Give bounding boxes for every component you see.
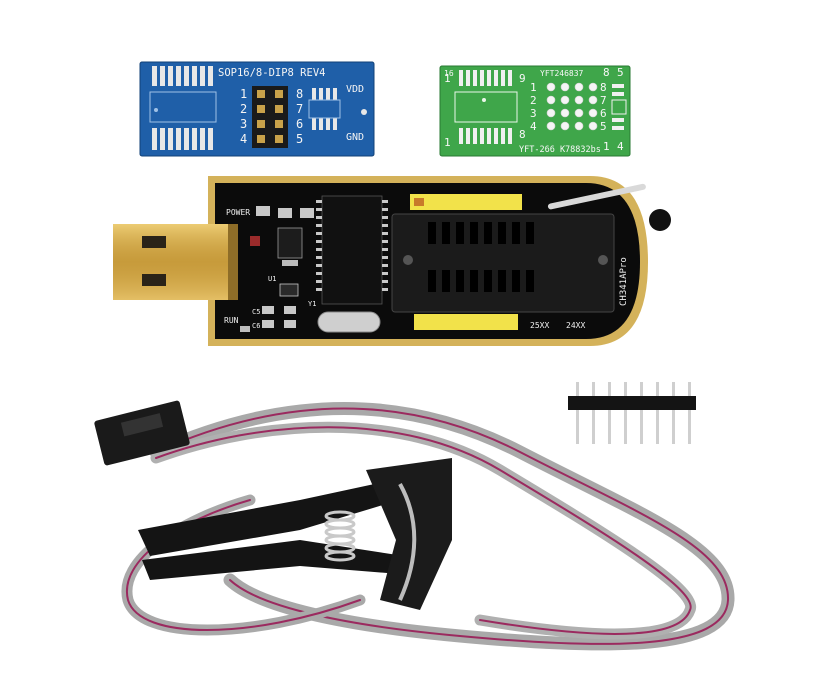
pin-number: 6 [296,117,303,131]
pin-number: 2 [240,102,247,116]
green-corner-number: 1 [603,140,610,153]
sop16-pads [152,66,213,150]
ribbon-connector [94,400,190,466]
pin-number: 7 [600,94,607,107]
ch341a-programmer: POWER RUN CH341APro 25XX 24XX U1 Y1 C5 C… [113,176,671,346]
crystal-oscillator [317,311,381,333]
pin-number: 1 [530,81,537,94]
component-label: C6 [252,322,260,330]
sop-left-pin-numbers: 1 2 3 4 [240,87,247,146]
chip-label: CH341APro [619,257,629,306]
25xx-label: 25XX [530,321,549,330]
gnd-label: GND [346,132,364,143]
green-corner-number: 16 [444,69,454,78]
sop-adapter-board: SOP16/8-DIP8 REV4 VDD GND 1 2 3 4 8 7 6 … [139,61,375,157]
green-corner-number: 4 [617,140,624,153]
pin-number: 5 [600,120,607,133]
zif-socket [391,183,671,313]
pin-number: 4 [530,120,537,133]
sop8-footprint [312,88,337,130]
green-left-numbers: 1 2 3 4 [530,81,537,133]
component-label: C5 [252,308,260,316]
ribbon-cable [121,402,735,651]
green-corner-number: 8 [603,66,610,79]
green-adapter-board: YFT246837 YFT-266 K78832bs 1 9 16 8 1 8 … [439,65,631,157]
run-label: RUN [224,316,239,325]
smd-components [240,206,314,332]
yellow-header-top [410,194,522,210]
green-corner-number: 1 [444,136,451,149]
green-dip-holes [546,82,598,131]
sop-right-pin-numbers: 8 7 6 5 [296,87,303,146]
green-right-numbers: 8 7 6 5 [600,81,607,133]
green-corner-number: 9 [519,72,526,85]
green-corner-number: 5 [617,66,624,79]
green-corner-number: 1 [444,72,451,85]
pin-number: 8 [296,87,303,101]
pin-number: 2 [530,94,537,107]
green-bottom-pads [459,128,512,144]
green-code-top: YFT246837 [540,69,584,78]
pin-number: 7 [296,102,303,116]
component-label: U1 [268,275,276,283]
pin-number: 8 [600,81,607,94]
green-corner-number: 8 [519,128,526,141]
sop-adapter-title: SOP16/8-DIP8 REV4 [218,67,325,79]
soic-test-clip [138,458,452,610]
24xx-label: 24XX [566,321,585,330]
green-top-pads [459,70,512,86]
usb-connector [113,224,238,300]
pin-number: 3 [240,117,247,131]
power-label: POWER [226,208,250,217]
ch341a-chip [316,195,388,305]
pin-number: 5 [296,132,303,146]
pin-header-strip [568,382,696,444]
green-code-bottom: YFT-266 K78832bs [519,145,601,155]
spring [324,510,356,562]
pin-number: 4 [240,132,247,146]
pin-number: 3 [530,107,537,120]
pin-number: 1 [240,87,247,101]
green-side-pads [611,84,627,130]
vdd-label: VDD [346,84,364,95]
yellow-header-bottom [414,314,518,330]
dip-header-pins [252,86,288,148]
component-label: Y1 [308,300,316,308]
pin-number: 6 [600,107,607,120]
